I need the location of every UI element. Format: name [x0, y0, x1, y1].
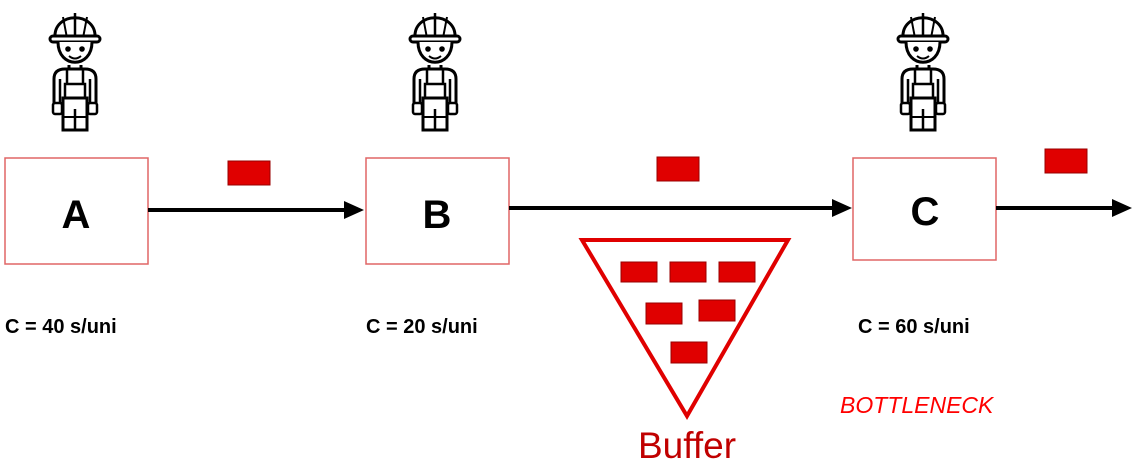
buffer-units — [620, 261, 756, 364]
station-b-box — [365, 157, 510, 265]
moving-unit — [1044, 148, 1088, 174]
station-a-box — [4, 157, 149, 265]
buffer-unit — [620, 261, 658, 283]
buffer-unit — [698, 299, 736, 322]
worker-b-icon — [408, 11, 462, 132]
moving-unit — [227, 160, 271, 186]
worker-c-icon — [896, 11, 950, 132]
bottleneck-label: BOTTLENECK — [840, 392, 995, 418]
buffer-unit — [669, 261, 707, 283]
buffer-unit — [670, 341, 708, 364]
worker-a-icon — [48, 11, 102, 132]
buffer-label: Buffer — [638, 425, 736, 466]
station-c-cycle-time: C = 60 s/uni — [858, 316, 970, 338]
moving-unit — [656, 156, 700, 182]
station-b-label: B — [423, 193, 452, 237]
flow-arrow-b-c — [509, 199, 852, 217]
station-a-cycle-time: C = 40 s/uni — [5, 316, 117, 338]
buffer-unit — [645, 302, 683, 325]
flow-arrow-c-out — [996, 199, 1132, 217]
flow-arrow-a-b — [148, 201, 364, 219]
station-b-cycle-time: C = 20 s/uni — [366, 316, 478, 338]
buffer-triangle — [578, 238, 792, 420]
station-c-box — [852, 157, 997, 261]
buffer-unit — [718, 261, 756, 283]
station-a-label: A — [62, 193, 91, 237]
station-c-label: C — [911, 190, 940, 234]
